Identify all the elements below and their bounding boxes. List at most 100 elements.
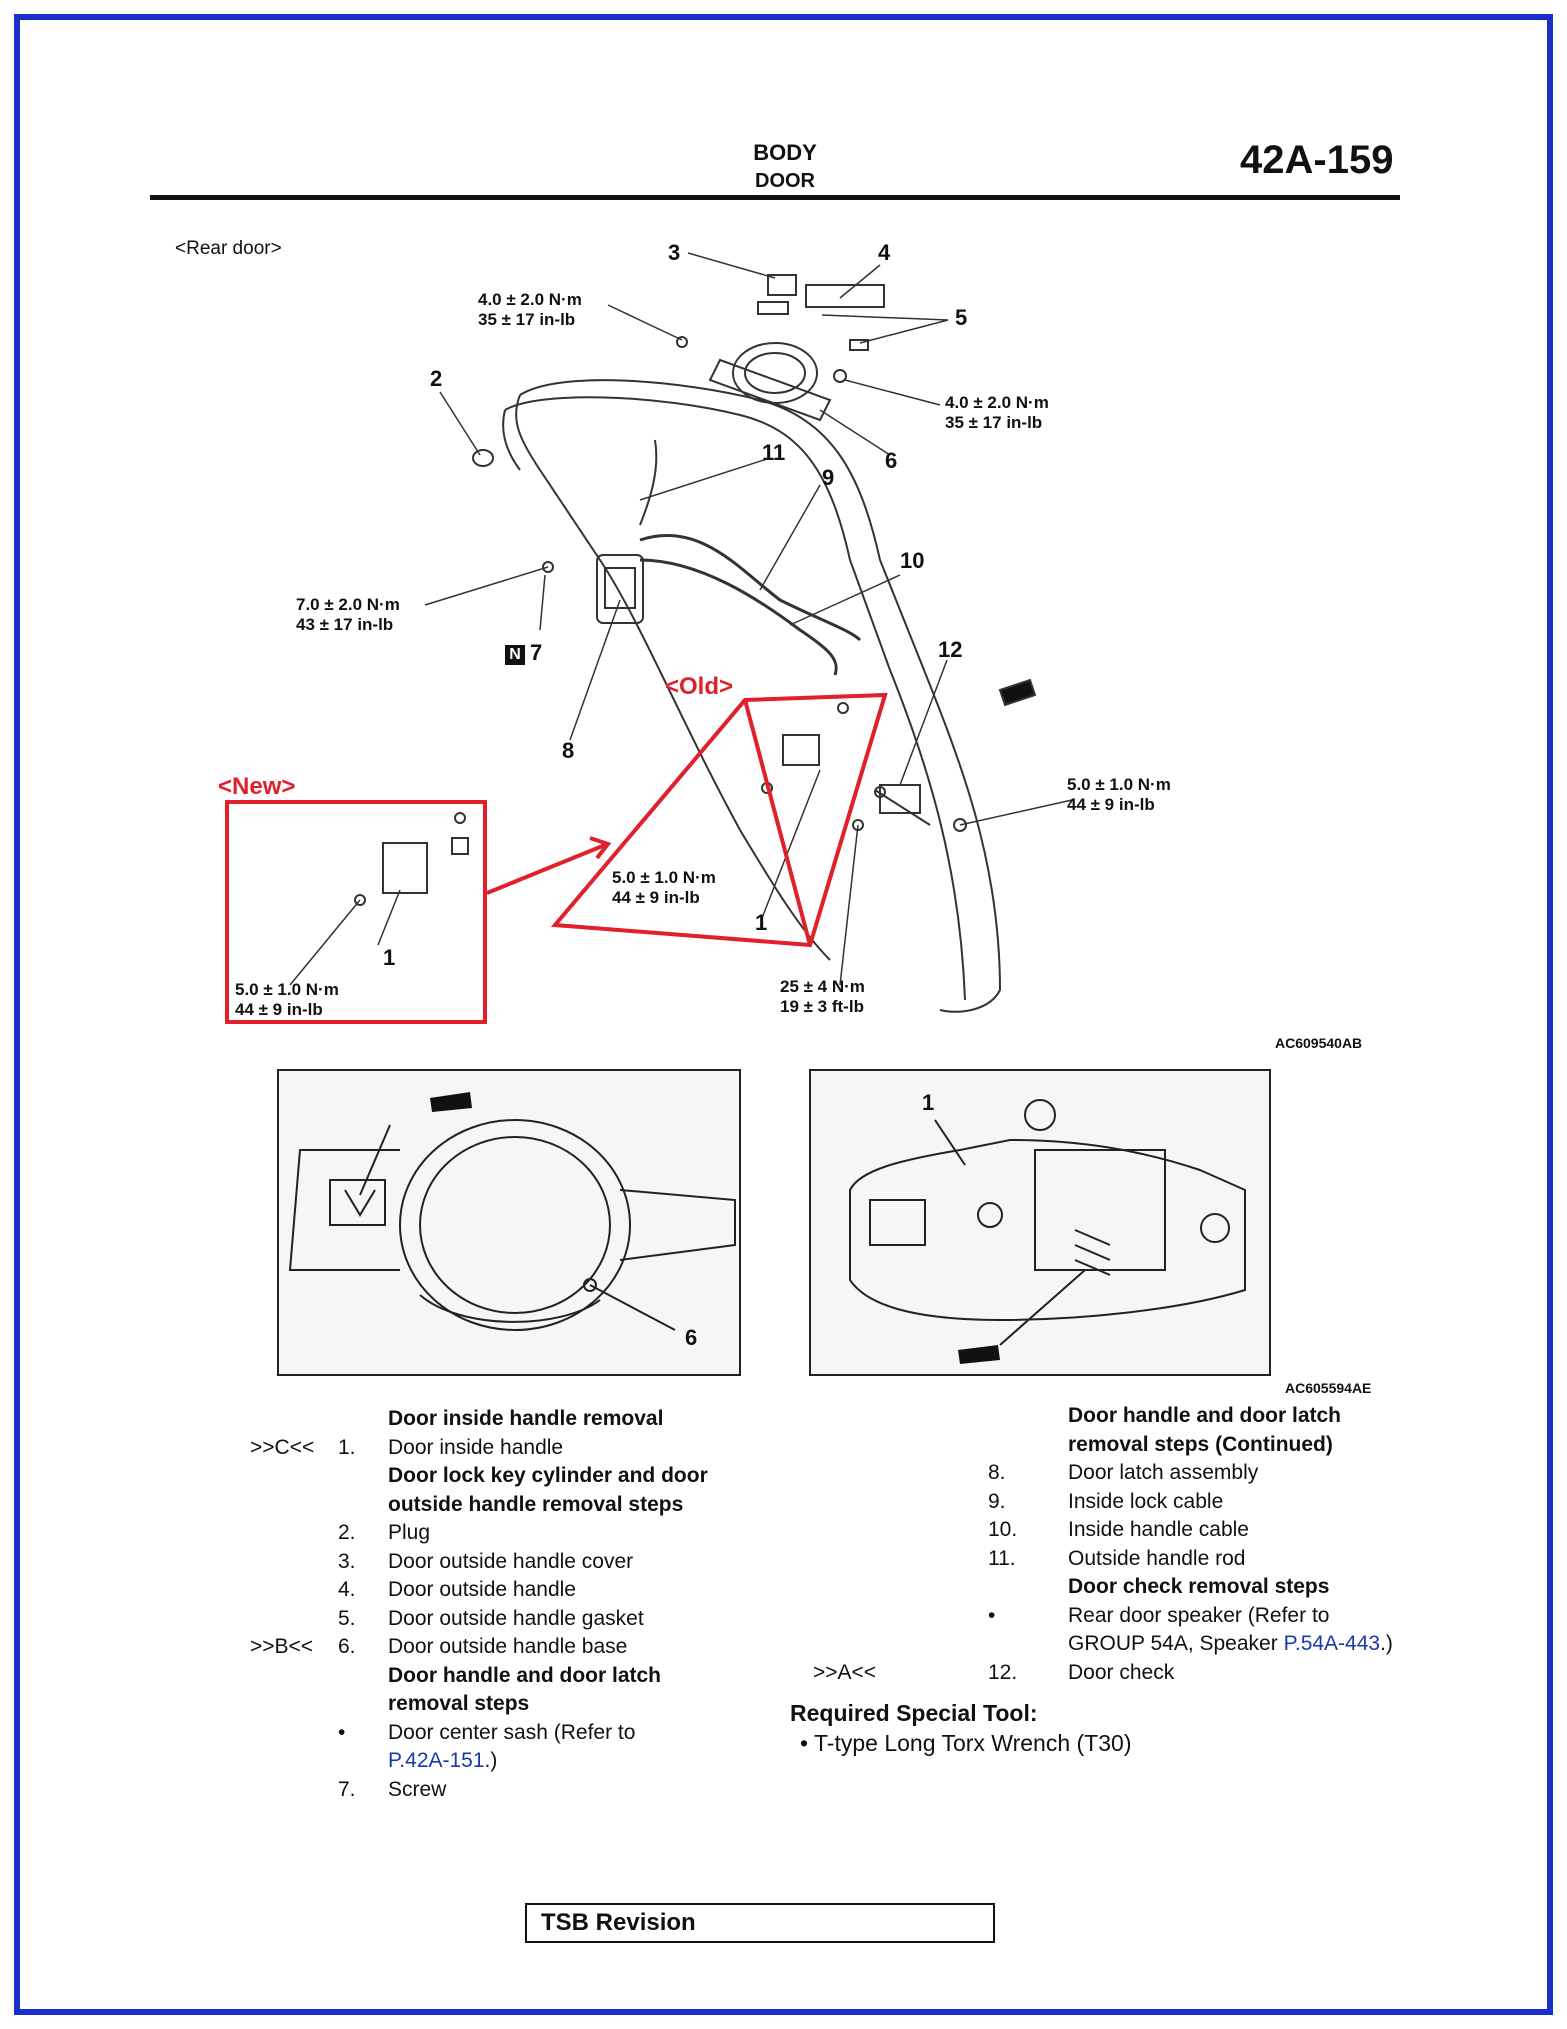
step-reference: >>A<<	[813, 1660, 877, 1684]
step-text: Door handle and door latch	[1068, 1402, 1483, 1431]
step-number: 7.	[338, 1777, 356, 1801]
step-label: Door handle and door latch	[1068, 1404, 1342, 1427]
callout-4: 4	[878, 240, 891, 265]
step-reference	[250, 1491, 338, 1520]
step-label: Door inside handle	[388, 1435, 564, 1459]
step-reference	[250, 1576, 338, 1605]
list-item: 7. Screw	[250, 1776, 810, 1805]
step-number: 12.	[988, 1660, 1018, 1684]
list-item: >>C<< 1. Door inside handle	[250, 1434, 810, 1463]
list-item: 4.Door outside handle	[250, 1576, 810, 1605]
link-suffix: .)	[1380, 1632, 1393, 1655]
step-number	[988, 1573, 1068, 1602]
step-number: 8.	[988, 1461, 1006, 1484]
list-item: P.42A-151.)	[250, 1747, 810, 1776]
list-item: 2. Plug	[250, 1519, 810, 1548]
step-text: Screw	[388, 1776, 810, 1805]
step-text: Outside handle rod	[1068, 1545, 1483, 1574]
callout-9: 9	[822, 465, 835, 490]
step-reference	[250, 1690, 338, 1719]
parts-list-right: Door handle and door latch removal steps …	[813, 1402, 1483, 1688]
old-label: <Old>	[665, 673, 734, 700]
special-tool-heading: Required Special Tool:	[790, 1700, 1038, 1726]
step-text: outside handle removal steps	[388, 1491, 810, 1520]
step-number: 2.	[338, 1521, 356, 1544]
special-tool-item: • T-type Long Torx Wrench (T30)	[800, 1730, 1132, 1756]
list-item: removal steps	[250, 1690, 810, 1719]
step-reference	[250, 1719, 338, 1748]
step-label: Door inside handle removal	[388, 1407, 664, 1430]
step-label: Door check removal steps	[1068, 1575, 1330, 1598]
callout-12: 12	[938, 637, 963, 662]
step-reference: >>B<<	[250, 1635, 314, 1658]
section-title: BODY	[753, 140, 817, 165]
step-text: removal steps	[388, 1690, 810, 1719]
callout-1-old: 1	[755, 910, 768, 935]
step-label: Door check	[1068, 1660, 1175, 1684]
step-reference: >>C<<	[250, 1435, 315, 1459]
step-reference	[250, 1776, 338, 1805]
step-text: Door latch assembly	[1068, 1459, 1483, 1488]
step-number: 9.	[988, 1489, 1006, 1513]
step-text: Door check	[1068, 1659, 1483, 1688]
page-frame	[14, 14, 1553, 2015]
figure-id-bottom: AC605594AE	[1285, 1380, 1372, 1396]
page-reference-link[interactable]: P.54A-443	[1283, 1632, 1381, 1655]
step-text: Door center sash (Refer to	[388, 1719, 810, 1748]
step-number: 6.	[338, 1635, 356, 1658]
callout-6: 6	[885, 448, 898, 473]
step-reference	[813, 1573, 923, 1602]
callout-11: 11	[762, 440, 786, 465]
diagram-subtitle: <Rear door>	[175, 238, 282, 259]
step-text: Door outside handle	[388, 1576, 810, 1605]
page-reference-link[interactable]: P.42A-151	[388, 1749, 485, 1772]
step-label: Door lock key cylinder and door	[388, 1464, 708, 1487]
step-number	[988, 1431, 1068, 1460]
step-label: Rear door speaker (Refer to	[1068, 1603, 1330, 1627]
step-reference	[250, 1662, 338, 1691]
list-item: Door handle and door latch	[923, 1402, 1483, 1431]
step-number: 10.	[988, 1518, 1018, 1541]
step-reference	[250, 1605, 338, 1634]
link-suffix: .)	[484, 1749, 498, 1772]
figure-id-top: AC609540AB	[1275, 1035, 1363, 1051]
step-reference	[250, 1405, 338, 1434]
header-rule	[150, 195, 1400, 200]
step-reference	[813, 1459, 923, 1488]
step-label: Inside lock cable	[1068, 1489, 1224, 1513]
step-number: 1.	[338, 1435, 356, 1459]
list-item: •Rear door speaker (Refer to	[923, 1602, 1483, 1631]
step-number	[338, 1747, 388, 1776]
step-text: P.42A-151.)	[388, 1747, 810, 1776]
step-text: Rear door speaker (Refer to	[1068, 1602, 1483, 1631]
step-label: Plug	[388, 1521, 431, 1544]
step-reference	[813, 1516, 923, 1545]
step-reference	[813, 1602, 923, 1631]
step-reference	[250, 1747, 338, 1776]
step-label: Inside handle cable	[1068, 1518, 1249, 1541]
list-item: 11.Outside handle rod	[923, 1545, 1483, 1574]
new-label: <New>	[218, 773, 296, 800]
callout-10: 10	[900, 548, 925, 573]
step-label: Door outside handle gasket	[388, 1606, 644, 1630]
step-text: Plug	[388, 1519, 810, 1548]
step-label: Door handle and door latch	[388, 1663, 662, 1687]
step-text: Inside lock cable	[1068, 1488, 1483, 1517]
callout-1-new: 1	[383, 945, 396, 970]
page-number: 42A-159	[1240, 138, 1394, 182]
step-text: GROUP 54A, Speaker P.54A-443.)	[1068, 1630, 1483, 1659]
step-label: removal steps (Continued)	[1068, 1432, 1333, 1456]
step-text: Door check removal steps	[1068, 1573, 1483, 1602]
list-item: >>B<<6.Door outside handle base	[250, 1633, 810, 1662]
n-badge: N	[505, 645, 525, 665]
step-reference	[813, 1630, 923, 1659]
step-number	[338, 1690, 388, 1719]
step-text: Inside handle cable	[1068, 1516, 1483, 1545]
step-number	[338, 1405, 388, 1434]
list-item: Door lock key cylinder and door	[250, 1462, 810, 1491]
